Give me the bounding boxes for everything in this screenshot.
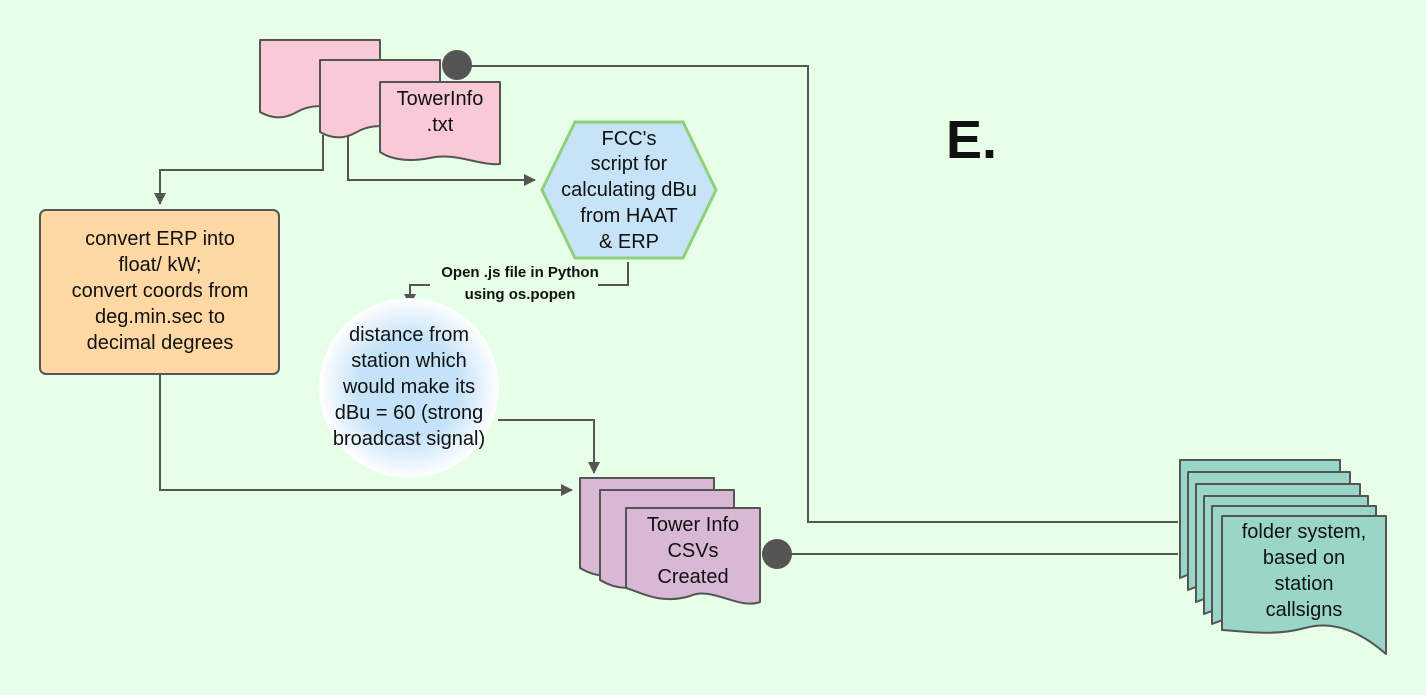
edge-doc-to-convert (154, 135, 324, 205)
tower-info-document-stack (259, 39, 501, 166)
folder-line-4: callsigns (1266, 599, 1343, 621)
edge-doc-to-folder (470, 65, 1178, 523)
csv-document-stack (579, 477, 761, 605)
popen-label-line-1: Open .js file in Python (441, 264, 599, 281)
doc-sheet-front (379, 81, 501, 166)
convert-line-1: convert ERP into (85, 228, 235, 250)
csv-sheet-front (625, 507, 761, 605)
tower-info-label: TowerInfo .txt (397, 88, 484, 136)
distance-line-1: distance from (349, 324, 469, 346)
diagram-heading: E. (946, 110, 997, 170)
connector-dot-bottom (762, 539, 792, 569)
edge-label-popen: Open .js file in Python using os.popen (441, 264, 599, 303)
fcc-line-2: script for (591, 153, 668, 175)
edge-distance-to-csv (498, 419, 600, 474)
tower-info-line-1: TowerInfo (397, 88, 484, 110)
folder-sheet-front (1221, 515, 1387, 655)
folder-line-3: station (1275, 573, 1334, 595)
folder-line-1: folder system, (1242, 521, 1366, 543)
edge-doc-to-fcc (347, 135, 536, 186)
convert-line-4: deg.min.sec to (95, 306, 225, 328)
fcc-line-3: calculating dBu (561, 179, 697, 201)
connectors (154, 65, 1178, 555)
convert-line-5: decimal degrees (87, 332, 234, 354)
tower-info-line-2: .txt (427, 114, 454, 136)
distance-line-3: would make its (342, 376, 475, 398)
edge-convert-to-csv (159, 375, 573, 496)
fcc-line-1: FCC's (602, 128, 657, 150)
fcc-script-label: FCC's script for calculating dBu from HA… (561, 128, 697, 253)
csv-line-3: Created (657, 566, 728, 588)
distance-line-5: broadcast signal) (333, 428, 485, 450)
convert-line-2: float/ kW; (119, 254, 202, 276)
csv-label: Tower Info CSVs Created (647, 514, 739, 588)
folder-label: folder system, based on station callsign… (1242, 521, 1366, 621)
convert-line-3: convert coords from (72, 280, 249, 302)
convert-process-label: convert ERP into float/ kW; convert coor… (72, 228, 249, 354)
popen-label-line-2: using os.popen (465, 286, 576, 303)
convert-process-box (39, 209, 280, 375)
fcc-line-4: from HAAT (580, 205, 677, 227)
fcc-script-hexagon (540, 120, 718, 260)
distance-line-4: dBu = 60 (strong (335, 402, 483, 424)
distance-line-2: station which (351, 350, 467, 372)
csv-line-1: Tower Info (647, 514, 739, 536)
folder-line-2: based on (1263, 547, 1345, 569)
csv-line-2: CSVs (667, 540, 718, 562)
folder-stack (1179, 459, 1387, 655)
connector-dot-top (442, 50, 472, 80)
fcc-line-5: & ERP (599, 231, 659, 253)
distance-label: distance from station which would make i… (333, 324, 485, 450)
distance-circle (319, 298, 499, 478)
